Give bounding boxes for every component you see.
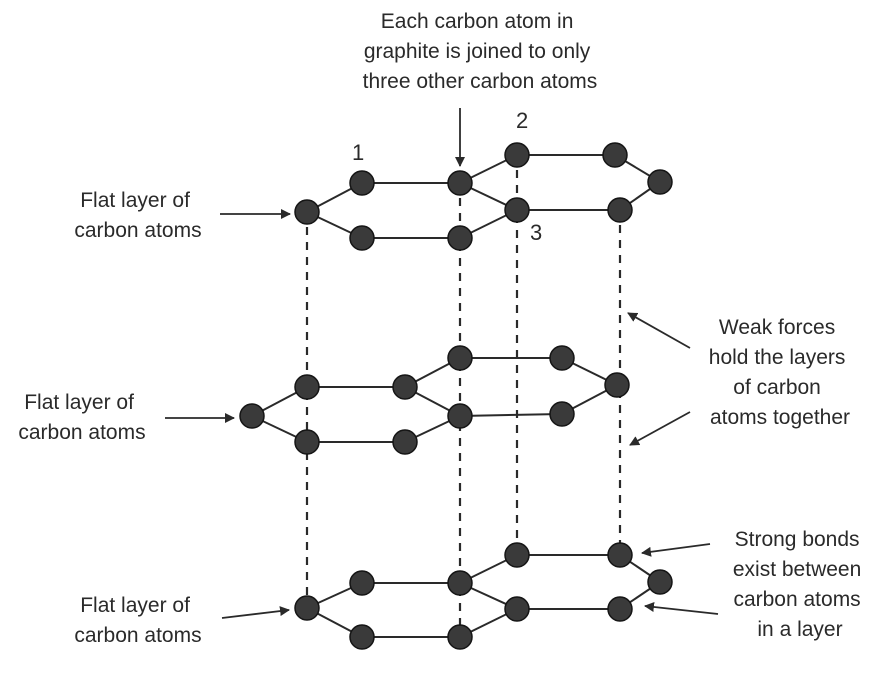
atom-number-2: 2 xyxy=(516,108,528,133)
top-caption-line: three other carbon atoms xyxy=(363,70,598,93)
carbon-atom xyxy=(647,569,673,595)
carbon-atom xyxy=(392,374,418,400)
carbon-atom xyxy=(447,403,473,429)
weak-forces-line: atoms together xyxy=(710,406,850,429)
carbon-atom xyxy=(447,624,473,650)
layer-bottom-arrow xyxy=(221,606,290,619)
carbon-atom xyxy=(294,429,320,455)
carbon-atom xyxy=(504,197,530,223)
carbon-atom xyxy=(447,170,473,196)
layer-label-bottom: Flat layer of carbon atoms xyxy=(74,594,201,647)
layer-label-line: carbon atoms xyxy=(18,421,145,444)
carbon-atom xyxy=(349,225,375,251)
layer-label-line: carbon atoms xyxy=(74,624,201,647)
strong-bonds-arrow-upper xyxy=(641,543,711,557)
carbon-atom xyxy=(239,403,265,429)
weak-forces-label: Weak forces hold the layers of carbon at… xyxy=(709,316,851,429)
top-caption-line: graphite is joined to only xyxy=(364,40,591,63)
carbon-atom xyxy=(607,542,633,568)
carbon-atom xyxy=(294,374,320,400)
atom-number-1: 1 xyxy=(352,140,364,165)
carbon-atom xyxy=(504,542,530,568)
carbon-atom xyxy=(607,197,633,223)
top-caption-line: Each carbon atom in xyxy=(381,10,574,33)
carbon-atom xyxy=(447,570,473,596)
carbon-atom xyxy=(607,596,633,622)
carbon-atom xyxy=(294,595,320,621)
carbon-atom xyxy=(447,345,473,371)
weak-forces-arrow-upper xyxy=(627,312,691,349)
carbon-atom xyxy=(549,345,575,371)
strong-bonds-line: in a layer xyxy=(757,618,842,641)
layer-label-line: Flat layer of xyxy=(24,391,134,414)
strong-bonds-label: Strong bonds exist between carbon atoms … xyxy=(733,528,867,641)
carbon-atom xyxy=(504,142,530,168)
strong-bonds-line: carbon atoms xyxy=(733,588,860,611)
weak-forces-arrow-lower xyxy=(629,411,691,446)
carbon-layer-top xyxy=(294,142,673,251)
weak-forces-line: of carbon xyxy=(733,376,821,399)
weak-forces-line: hold the layers xyxy=(709,346,846,369)
carbon-atom xyxy=(602,142,628,168)
carbon-atom xyxy=(447,225,473,251)
carbon-atom xyxy=(549,401,575,427)
layer-label-top: Flat layer of carbon atoms xyxy=(74,189,201,242)
top-caption: Each carbon atom in graphite is joined t… xyxy=(363,10,598,93)
layer-label-line: carbon atoms xyxy=(74,219,201,242)
layer-label-line: Flat layer of xyxy=(80,594,190,617)
atom-number-3: 3 xyxy=(530,220,542,245)
carbon-layer-middle xyxy=(239,345,630,455)
carbon-atom xyxy=(647,169,673,195)
layer-label-middle: Flat layer of carbon atoms xyxy=(18,391,145,444)
carbon-atom xyxy=(504,596,530,622)
carbon-layer-bottom xyxy=(294,542,673,650)
weak-forces-line: Weak forces xyxy=(719,316,835,339)
carbon-atom xyxy=(294,199,320,225)
carbon-atom xyxy=(349,570,375,596)
carbon-atom xyxy=(604,372,630,398)
carbon-atom xyxy=(349,624,375,650)
strong-bonds-line: exist between xyxy=(733,558,861,581)
strong-bonds-arrow-lower xyxy=(644,602,719,615)
annotation-arrows xyxy=(165,108,719,619)
strong-bonds-line: Strong bonds xyxy=(735,528,860,551)
layer-label-line: Flat layer of xyxy=(80,189,190,212)
carbon-atom xyxy=(349,170,375,196)
carbon-atom xyxy=(392,429,418,455)
